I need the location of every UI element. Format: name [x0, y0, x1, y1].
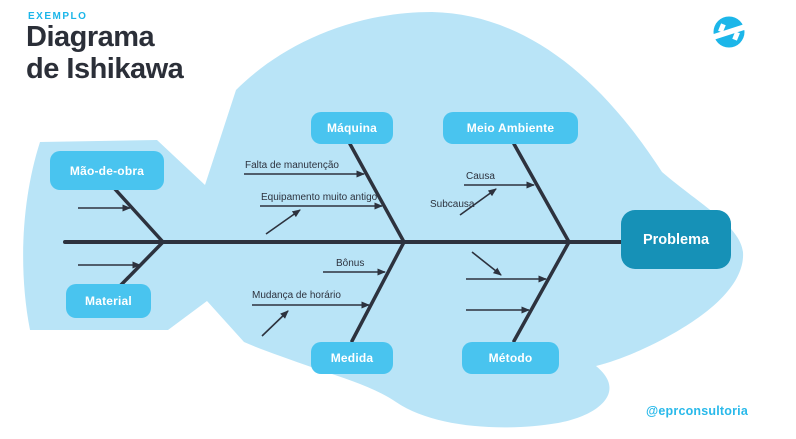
cause-label-causa: Causa [466, 171, 495, 182]
page-title: Diagrama de Ishikawa [26, 21, 184, 86]
category-box-meio-ambiente: Meio Ambiente [443, 112, 578, 144]
bone-meio-ambiente [512, 142, 571, 244]
page-title-line1: Diagrama [26, 21, 155, 53]
kicker-label: EXEMPLO [28, 11, 88, 22]
subcause-arrow-subcausa [459, 188, 497, 216]
category-box-maquina: Máquina [311, 112, 393, 144]
category-box-medida: Medida [311, 342, 393, 374]
bone-mao-de-obra [112, 186, 165, 244]
cause-label-equipamento-antigo: Equipamento muito antigo [261, 192, 378, 203]
bone-material [117, 240, 165, 289]
problem-box: Problema [621, 210, 731, 269]
subcause-arrow-metodo [471, 251, 502, 276]
social-handle: @eprconsultoria [646, 404, 749, 418]
bone-metodo [512, 240, 571, 343]
cause-label-falta-manutencao: Falta de manutenção [245, 160, 339, 171]
subcause-arrow-equipamento [265, 209, 301, 235]
cause-label-mudanca-horario: Mudança de horário [252, 290, 341, 301]
category-box-mao-de-obra: Mão-de-obra [50, 151, 164, 190]
bone-maquina [348, 142, 406, 244]
bone-medida [350, 240, 406, 343]
category-box-material: Material [66, 284, 151, 318]
category-box-metodo: Método [462, 342, 559, 374]
cause-label-subcausa: Subcausa [430, 199, 475, 210]
subcause-arrow-mudanca [261, 310, 289, 337]
sync-circle-icon [711, 16, 747, 48]
page-title-line2: de Ishikawa [26, 52, 184, 85]
cause-label-bonus: Bônus [336, 258, 365, 269]
